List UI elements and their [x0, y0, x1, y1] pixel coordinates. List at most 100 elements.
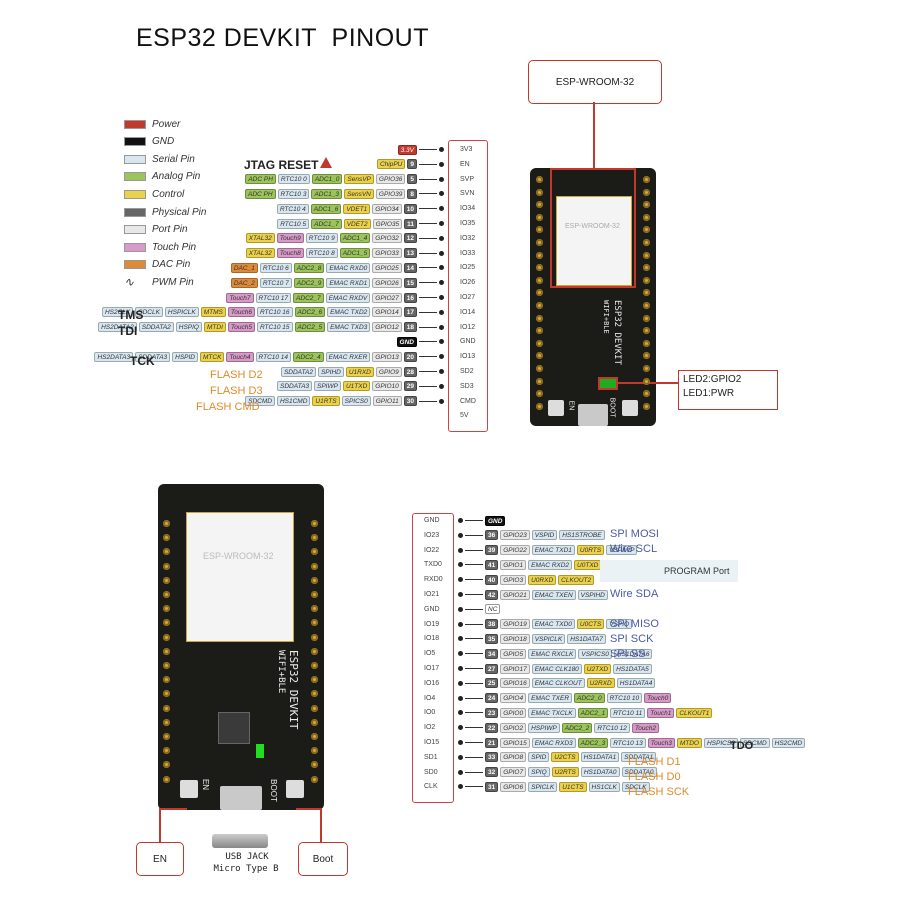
pin-name: GND — [424, 517, 440, 524]
pin-name: IO4 — [424, 694, 436, 702]
pin-name: IO25 — [460, 264, 476, 272]
board-pin-hole — [536, 276, 543, 284]
board-pin-hole — [311, 761, 318, 769]
pin-connector-line — [465, 534, 483, 536]
bottom-boot-silk: BOOT — [268, 779, 278, 802]
en-button[interactable] — [548, 400, 564, 416]
pin-function-tag: GPIO15 — [500, 737, 530, 748]
flash-d1-label: FLASH D1 — [628, 756, 681, 768]
pin-function-tag: 28 — [403, 366, 417, 377]
shield-text: ESP-WROOM-32 — [565, 223, 620, 230]
board-pin-hole — [163, 548, 170, 556]
pin-function-tag: HS1CLK — [588, 781, 620, 792]
board-pin-hole — [536, 289, 543, 297]
pin-connector-line — [419, 282, 437, 284]
pin-function-tag: EMAC RXD0 — [326, 262, 371, 273]
pin-function-tag: U1CTS — [559, 781, 587, 792]
pin-function-tag: DAC_2 — [230, 277, 258, 288]
pin-function-tag: Touch8 — [276, 248, 304, 259]
pin-function-tag: VDET2 — [343, 218, 371, 229]
board-pin-hole — [643, 276, 650, 284]
pin-function-tag: U2CTS — [551, 752, 579, 763]
board-pin-hole — [311, 534, 318, 542]
pin-dot — [439, 235, 444, 241]
pin-function-tag: EMAC TXER — [528, 693, 573, 704]
pin-name: IO5 — [424, 650, 436, 658]
pin-name: IO19 — [424, 620, 440, 628]
legend-item: GND — [124, 135, 174, 149]
pin-function-tag: U2RXD — [586, 678, 615, 689]
pin-function-tag: HSPID — [172, 351, 199, 362]
boot-button[interactable] — [622, 400, 638, 416]
bottom-boot-button[interactable] — [286, 780, 304, 798]
module-callout-line — [593, 102, 595, 168]
pin-function-tag: SDCLK — [621, 781, 650, 792]
pin-function-tag: U1RXD — [345, 366, 374, 377]
pin-connector-line — [465, 668, 483, 669]
pin-dot — [439, 354, 444, 360]
pin-function-tag: RTC10 8 — [305, 248, 338, 259]
pin-connector-line — [419, 326, 437, 328]
pin-dot — [458, 547, 463, 553]
pin-function-tag: HSPICS0 — [703, 737, 738, 748]
pin-name: EN — [460, 160, 470, 168]
pin-connector-line — [465, 771, 483, 773]
legend-swatch — [124, 242, 146, 252]
pin-connector-line — [419, 149, 437, 150]
pin-function-tag: GPIO3 — [500, 574, 527, 585]
pin-function-tag: GPIO1 — [500, 559, 527, 570]
board-pin-hole — [536, 176, 543, 183]
pin-name: IO34 — [460, 205, 476, 213]
pin-function-tag: GPIO33 — [372, 248, 402, 259]
pin-function-tag: ADC1_7 — [311, 218, 342, 229]
legend-item: ∿PWM Pin — [124, 275, 194, 289]
pin-connector-line — [419, 208, 437, 210]
pin-connector-line — [465, 697, 483, 699]
pin-function-tag: EMAC CLK180 — [531, 663, 582, 674]
pin-dot — [458, 695, 463, 701]
board-pin-hole — [536, 327, 543, 335]
pin-function-tag: Touch5 — [227, 322, 255, 333]
pin-function-tag: ADC2_4 — [293, 351, 324, 362]
program-port-label: PROGRAM Port — [664, 566, 730, 576]
bottom-shield-text: ESP-WROOM-32 — [203, 551, 274, 561]
pin-dot — [439, 161, 444, 167]
tdi-label: TDI — [118, 324, 138, 338]
pin-function-tag: MTMS — [200, 307, 226, 318]
module-outline — [550, 168, 636, 288]
pin-function-tag: 30 — [403, 396, 417, 407]
pin-name: IO33 — [460, 249, 476, 257]
page-title: ESP32 DEVKIT PINOUT — [136, 24, 429, 52]
pin-function-tag: RTC10 10 — [606, 693, 643, 704]
pin-function-tag: GPIO7 — [500, 767, 527, 778]
pin-function-tag: HS1DATA7 — [567, 633, 606, 644]
silk-sub: WIFI+BLE — [602, 300, 610, 334]
pin-name: IO23 — [424, 531, 440, 539]
bottom-en-button[interactable] — [180, 780, 198, 798]
board-pin-hole — [163, 662, 170, 669]
pin-function-tag: HS1DATA0 — [580, 767, 620, 778]
pin-function-tag: 14 — [403, 262, 417, 273]
boot-callout-line — [320, 808, 322, 846]
led1-label: LED1:PWR — [683, 388, 735, 399]
pin-function-tag: Touch2 — [631, 722, 659, 733]
pin-dot — [458, 606, 463, 612]
pin-connector-line — [465, 756, 483, 758]
pin-function-tag: 27 — [485, 663, 499, 674]
pin-function-tag: SensVN — [344, 188, 374, 199]
tdo-label: TDO — [730, 740, 754, 752]
pin-connector-line — [419, 178, 437, 180]
pin-name: TXD0 — [424, 561, 442, 569]
pin-dot — [458, 784, 463, 790]
pin-function-tag: RTC10 14 — [255, 351, 292, 362]
pin-name: IO27 — [460, 294, 476, 301]
pin-function-tag: SDDATA1 — [621, 752, 657, 763]
board-pin-hole — [536, 188, 543, 196]
